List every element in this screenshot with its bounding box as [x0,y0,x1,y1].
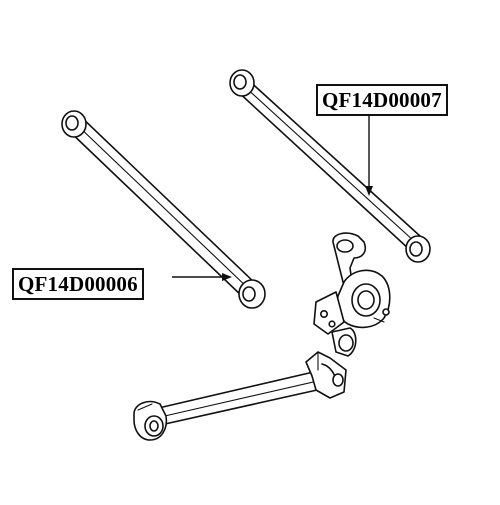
upper-arm-leader [365,116,373,196]
upper-arm-top-bushing [229,69,255,97]
lower-arm-leader [172,273,232,281]
steering-knuckle [313,232,391,357]
trailing-arm-bushing [133,400,168,441]
lower-arm-bottom-bushing [238,279,266,309]
upper-arm-part-number-label: QF14D00007 [316,84,448,116]
lower-control-arm [61,110,266,309]
upper-arm-bottom-bushing [405,235,431,263]
trailing-arm [133,351,347,441]
upper-control-arm [229,69,431,263]
trailing-arm-rod [149,369,327,427]
lower-arm-part-number-label: QF14D00006 [12,268,144,300]
lower-arm-rod-edge [75,123,251,291]
lower-arm-top-bushing [61,110,87,138]
upper-arm-rod-edge [243,85,416,243]
